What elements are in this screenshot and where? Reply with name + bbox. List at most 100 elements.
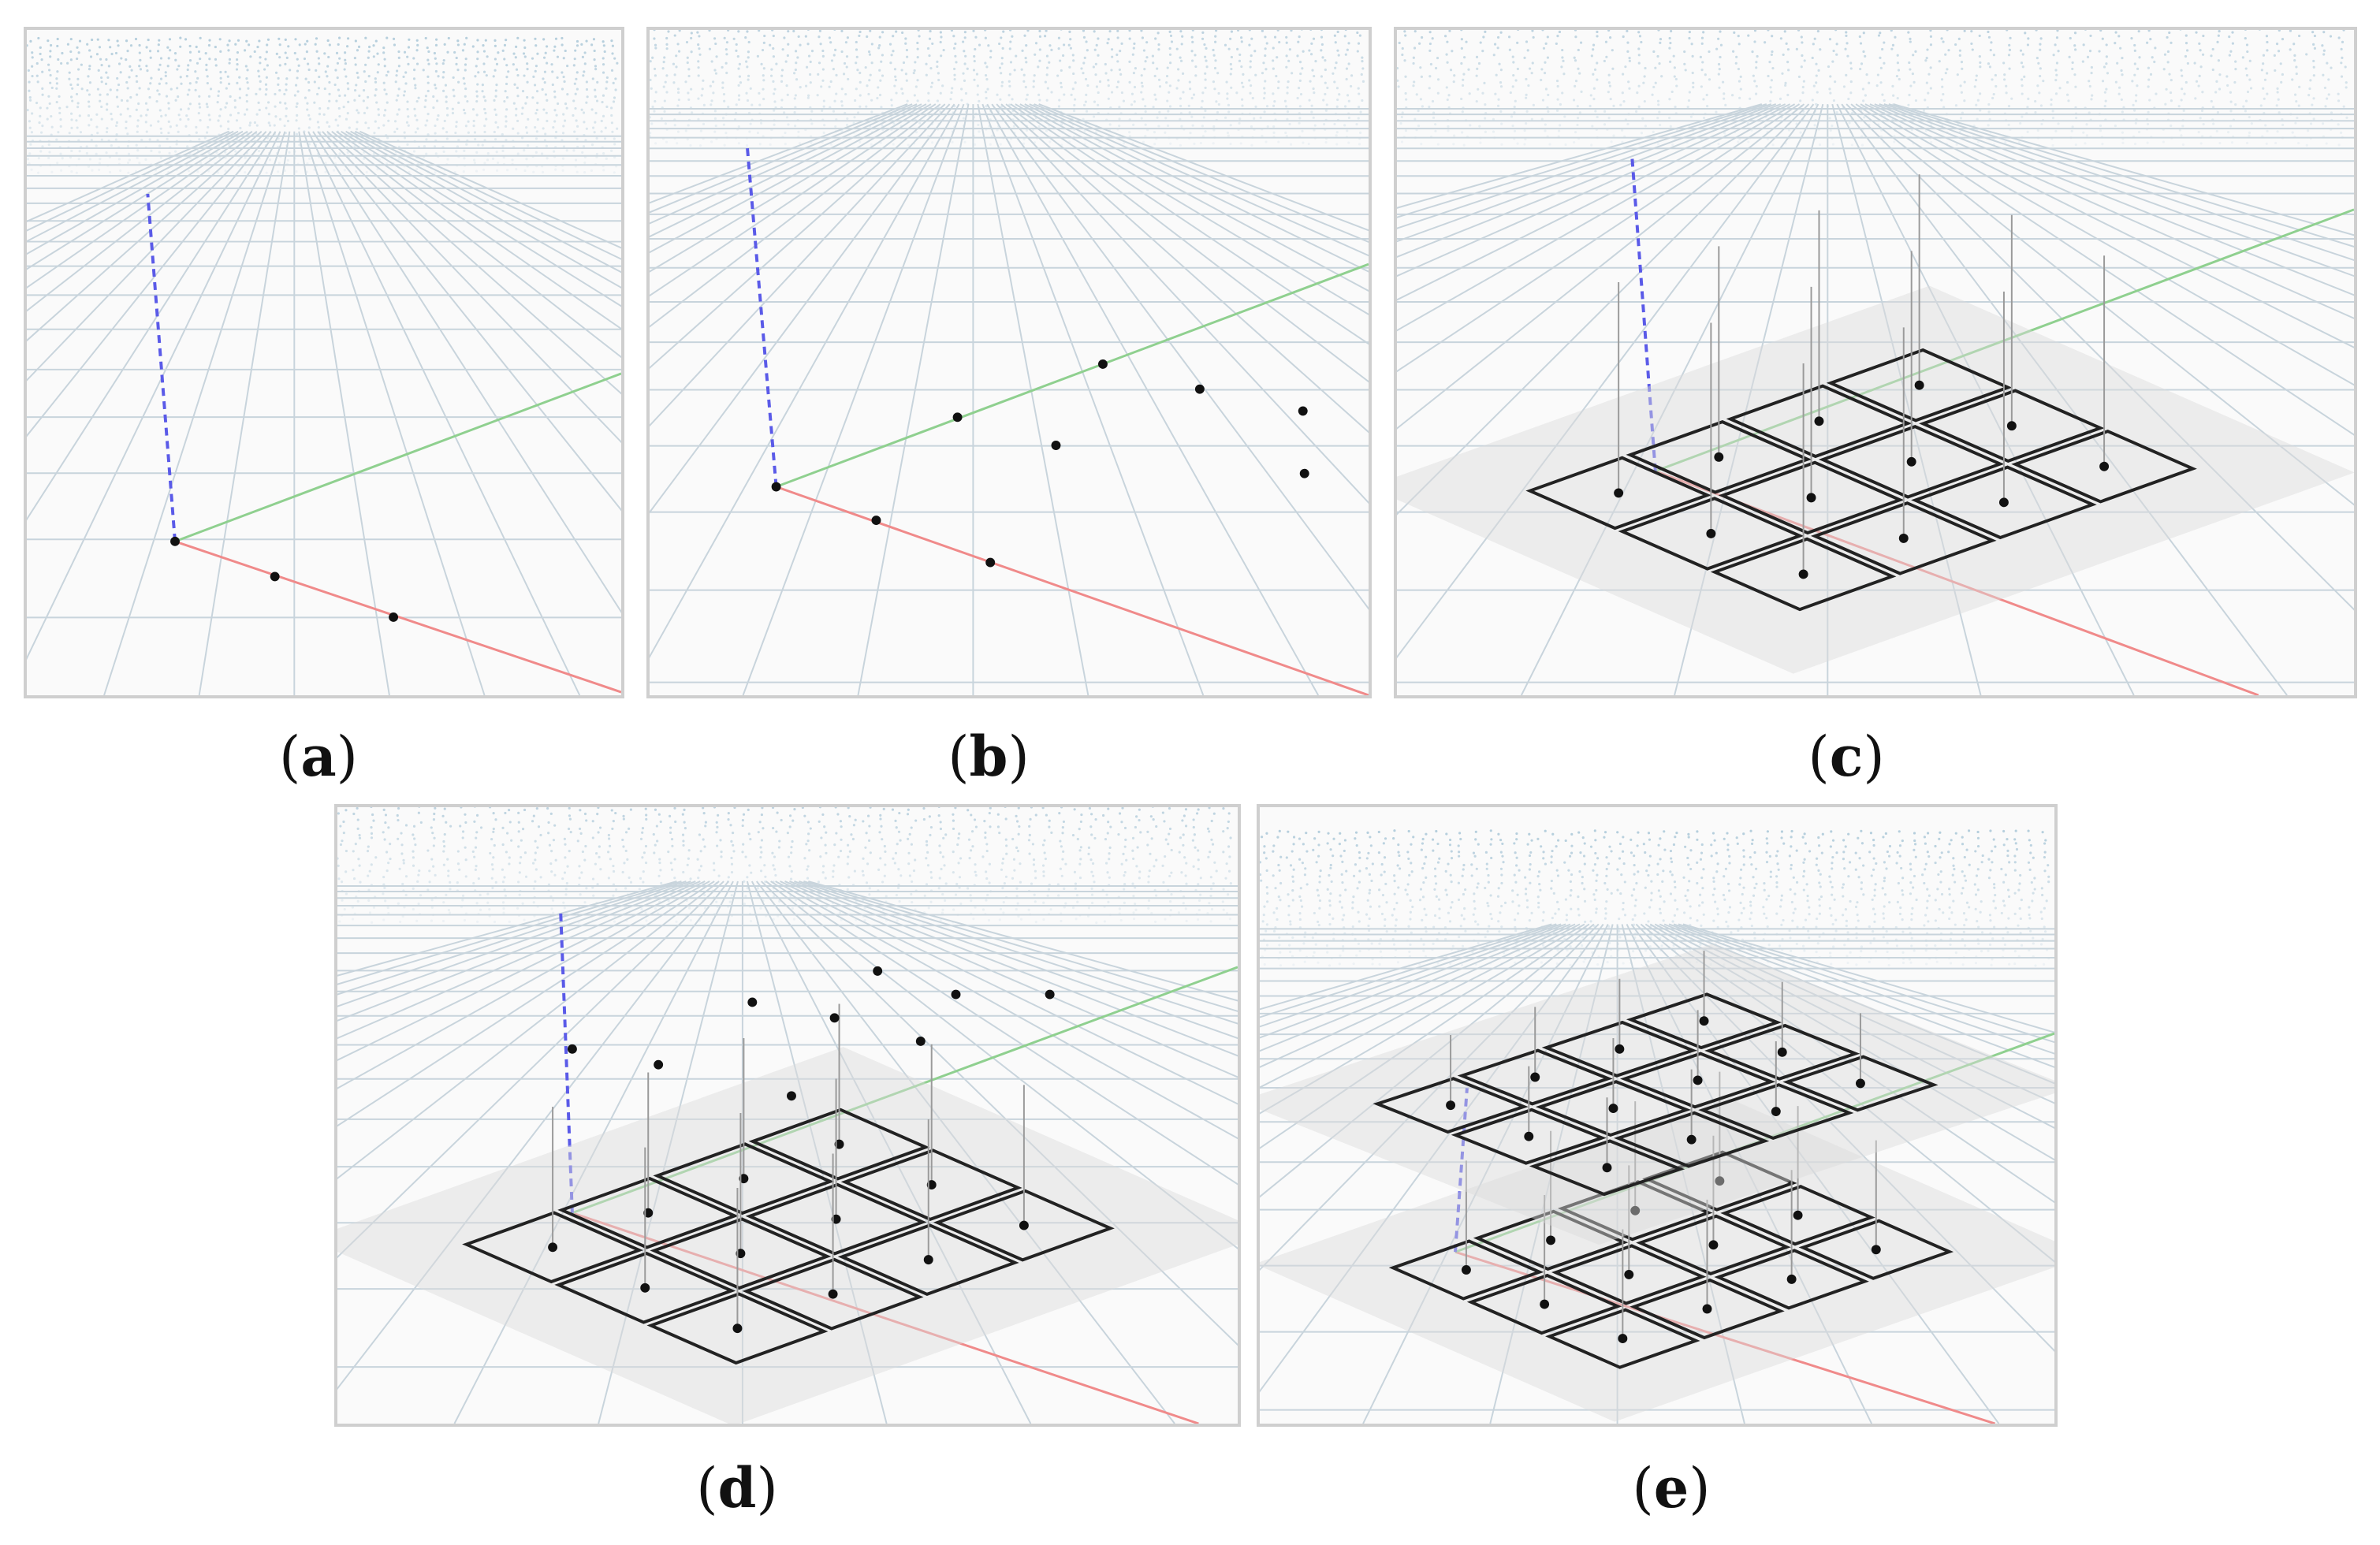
fog-dot [115,124,118,128]
fog-dot [794,106,797,109]
fog-dot [2165,87,2168,91]
fog-dot [720,855,723,858]
fog-dot [148,138,151,141]
fog-dot [900,69,903,72]
fog-dot [591,126,595,129]
fog-dot [476,83,479,86]
fog-dot [1896,96,1899,100]
fog-dot [2138,130,2141,134]
fog-dot [2215,80,2218,83]
fog-dot [69,58,73,61]
fog-dot [451,107,454,110]
fog-dot [426,133,430,136]
fog-dot [258,75,261,78]
fog-dot [1204,110,1207,113]
fog-dot [918,121,922,125]
fog-dot [1144,105,1147,108]
fog-dot [77,158,80,161]
fog-dot [1272,59,1275,62]
fog-dot [1954,104,1958,107]
fog-dot [1062,850,1065,853]
fog-dot [1060,81,1063,84]
fog-dot [1559,124,1562,127]
fog-dot [881,31,885,34]
fog-dot [676,130,680,133]
fog-dot [2114,125,2117,128]
fog-dot [404,824,408,827]
fog-dot [2026,43,2030,47]
fog-dot [1034,813,1037,817]
fog-dot [1361,60,1364,63]
fog-dot [1168,827,1172,831]
fog-dot [1045,813,1048,817]
fog-dot [1347,116,1351,120]
fog-dot [68,132,71,135]
fog-dot [1979,92,1982,95]
fog-dot [382,124,385,127]
fog-dot [799,86,802,89]
fog-dot [870,110,873,114]
fog-dot [462,76,465,80]
fog-dot [1064,862,1067,866]
fog-dot [1082,30,1086,32]
fog-dot [978,43,981,47]
fog-dot [1343,35,1346,38]
fog-dot [267,113,270,116]
fog-dot [622,817,625,821]
fog-dot [107,65,110,68]
fog-dot [1033,74,1036,77]
fog-dot [2105,62,2108,65]
fog-dot [245,108,248,111]
fog-dot [1008,84,1011,87]
fog-dot [376,52,379,55]
fog-dot [858,34,861,38]
fog-dot [930,81,934,84]
fog-dot [1090,833,1093,836]
fog-dot [1118,117,1121,121]
fog-dot [2073,32,2077,35]
fog-dot [759,121,763,125]
fog-dot [523,39,526,42]
fog-dot [2305,53,2308,56]
fog-dot [927,99,930,102]
grid-line [1015,103,1369,315]
fog-dot [1514,99,1517,102]
fog-dot [166,65,169,68]
fog-dot [491,157,495,160]
fog-dot [703,845,706,848]
fog-dot [2281,117,2284,121]
fog-dot [1739,75,1742,78]
fog-dot [295,132,299,136]
fog-dot [953,78,956,81]
fog-dot [1651,93,1654,96]
fog-dot [1627,80,1630,84]
fog-dot [523,55,527,58]
fog-dot [265,171,268,174]
fog-dot [1337,54,1340,57]
fog-dot [642,851,646,854]
fog-dot [1702,98,1705,101]
fog-dot [367,95,370,99]
fog-dot [984,836,987,840]
fog-dot [175,124,178,127]
fog-dot [1988,117,1991,121]
fog-dot [1012,858,1016,861]
fog-dot [523,74,526,77]
fog-dot [582,74,585,77]
fog-dot [1462,73,1466,76]
fog-dot [393,43,397,47]
fog-dot [298,143,301,147]
grid-line [1888,103,2354,248]
fog-dot [1320,30,1323,32]
fog-dot [1286,91,1289,95]
fog-dot [295,105,298,108]
fog-dot [41,70,44,73]
fog-dot [2148,99,2151,102]
fog-dot [539,833,542,837]
fog-dot [146,69,149,73]
fog-dot [2295,65,2298,69]
fog-dot [326,65,330,68]
fog-dot [1883,61,1886,65]
panel-a [24,27,624,698]
fog-dot [654,47,657,50]
